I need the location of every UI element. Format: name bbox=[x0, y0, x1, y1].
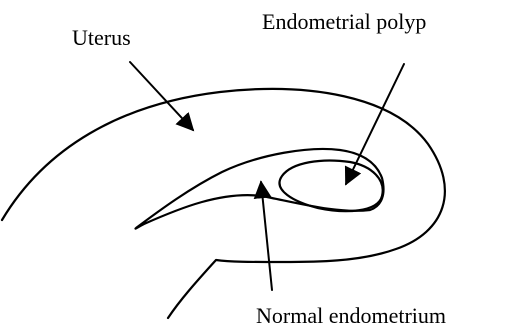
endometrial-polyp-label: Endometrial polyp bbox=[262, 9, 426, 34]
normal-endometrium-label: Normal endometrium bbox=[256, 303, 446, 328]
uterus-arrow bbox=[130, 62, 193, 130]
uterus-label: Uterus bbox=[72, 25, 131, 50]
